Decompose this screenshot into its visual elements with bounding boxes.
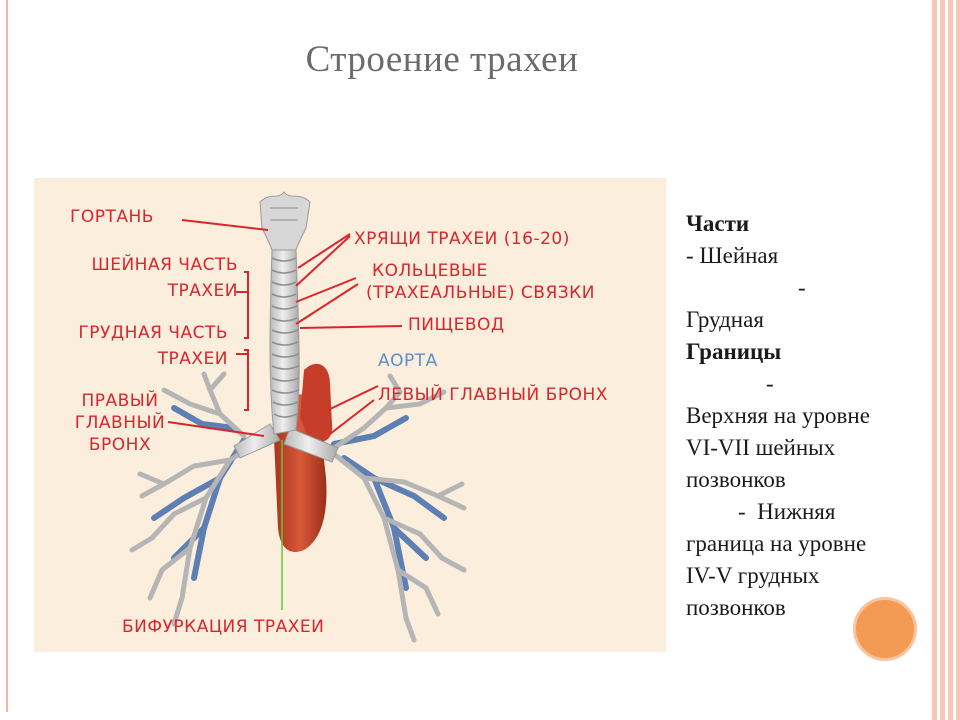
trachea-tube	[269, 247, 300, 435]
slide-title: Строение трахеи	[305, 39, 579, 80]
label-larynx: ГОРТАНЬ	[70, 207, 154, 227]
label-left-bronchus: ЛЕВЫЙ ГЛАВНЫЙ БРОНХ	[378, 385, 608, 405]
label-neck-part-line2: ТРАХЕИ	[167, 281, 238, 301]
lower-border-word: Нижняя	[757, 499, 836, 524]
border-dash: -	[766, 371, 774, 396]
label-right-bronchus-line2: ГЛАВНЫЙ	[74, 413, 166, 433]
cartilage-rings	[271, 257, 300, 418]
part-cervical: - Шейная	[686, 243, 779, 268]
aorta-shape	[300, 363, 333, 443]
trachea-diagram: ГОРТАНЬ ШЕЙНАЯ ЧАСТЬ ТРАХЕИ ГРУДНАЯ ЧАСТ…	[34, 178, 666, 652]
label-cartilage: ХРЯЩИ ТРАХЕИ (16-20)	[354, 229, 570, 249]
part-dash: -	[798, 275, 806, 300]
label-right-bronchus-line1: ПРАВЫЙ	[81, 391, 159, 411]
decorative-circle	[856, 600, 914, 658]
larynx-shape	[259, 191, 311, 251]
left-bronchial-tree	[293, 373, 467, 643]
parts-heading: Части	[686, 211, 750, 236]
label-neck-part-line1: ШЕЙНАЯ ЧАСТЬ	[91, 255, 238, 275]
lower-border-dash: -	[738, 499, 746, 524]
label-thoracic-part-line2: ТРАХЕИ	[157, 349, 228, 369]
trachea-illustration	[129, 191, 467, 643]
label-neck-part: ШЕЙНАЯ ЧАСТЬ ТРАХЕИ	[52, 254, 238, 302]
label-aorta: АОРТА	[378, 351, 438, 371]
label-right-bronchus-line3: БРОНХ	[88, 435, 152, 455]
right-main-bronchus-shape	[233, 423, 281, 459]
upper-border: Верхняя на уровне VI-VII шейных позвонко…	[686, 403, 870, 492]
label-thoracic-part-line1: ГРУДНАЯ ЧАСТЬ	[78, 323, 228, 343]
label-pointers	[167, 219, 403, 437]
borders-heading: Границы	[686, 339, 782, 364]
part-thoracic: Грудная	[686, 307, 764, 332]
side-text: Части - Шейная - Грудная Границы - Верхн…	[686, 208, 886, 624]
label-thoracic-part: ГРУДНАЯ ЧАСТЬ ТРАХЕИ	[40, 322, 228, 370]
lower-border-heading: - Нижняя	[686, 496, 886, 528]
left-main-bronchus-shape	[283, 427, 339, 463]
label-right-bronchus: ПРАВЫЙ ГЛАВНЫЙ БРОНХ	[66, 390, 174, 456]
label-ligaments: КОЛЬЦЕВЫЕ (ТРАХЕАЛЬНЫЕ) СВЯЗКИ	[366, 260, 646, 304]
label-ligaments-line1: КОЛЬЦЕВЫЕ	[372, 261, 488, 281]
label-esophagus: ПИЩЕВОД	[408, 315, 505, 335]
lower-border: граница на уровне IV-V грудных позвонков	[686, 531, 867, 620]
decorative-stripes	[932, 0, 960, 720]
label-bifurcation: БИФУРКАЦИЯ ТРАХЕИ	[122, 617, 325, 637]
label-ligaments-line2: (ТРАХЕАЛЬНЫЕ) СВЯЗКИ	[366, 283, 595, 303]
left-vessels	[331, 415, 447, 591]
